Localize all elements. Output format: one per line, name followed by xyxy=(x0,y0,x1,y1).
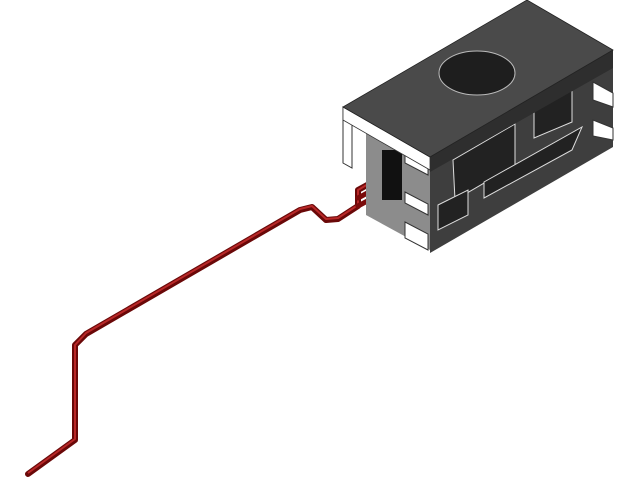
top-hole xyxy=(438,50,516,96)
housing xyxy=(342,0,614,253)
tab xyxy=(592,119,614,141)
tab xyxy=(404,191,429,216)
pipe xyxy=(25,175,383,477)
tab xyxy=(404,221,429,251)
pipe-assembly xyxy=(25,175,391,477)
top-edge-side xyxy=(430,50,613,172)
tab xyxy=(592,81,614,108)
window xyxy=(483,125,584,199)
connector xyxy=(382,150,402,200)
window xyxy=(437,189,469,231)
